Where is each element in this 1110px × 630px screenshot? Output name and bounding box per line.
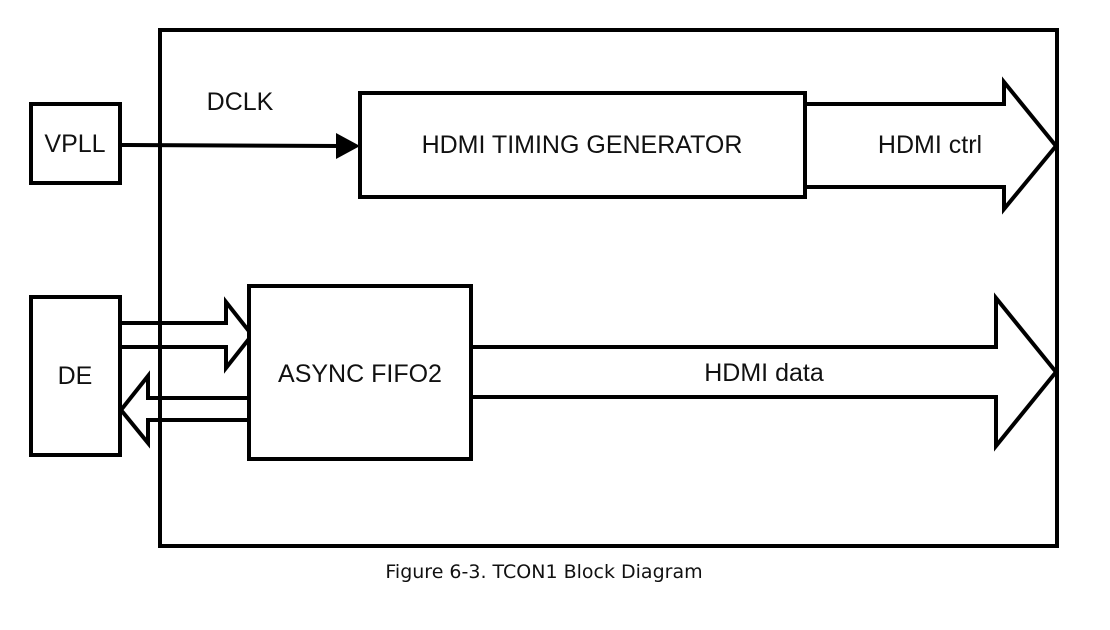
dclk-line	[119, 143, 341, 148]
de-block	[29, 295, 122, 457]
hdmi-ctrl-label: HDMI ctrl	[878, 131, 982, 159]
dclk-label: DCLK	[207, 88, 274, 116]
hdmi-data-label: HDMI data	[704, 359, 824, 387]
async-fifo2-block	[247, 284, 473, 461]
hdmi-timing-generator-block	[358, 91, 807, 199]
hdmi-timing-generator-label: HDMI TIMING GENERATOR	[422, 131, 743, 159]
figure-caption: Figure 6-3. TCON1 Block Diagram	[385, 561, 702, 583]
de-to-fifo-arrow	[120, 296, 255, 374]
vpll-block	[29, 102, 122, 185]
fifo-to-de-arrow	[118, 370, 248, 449]
de-label: DE	[58, 362, 93, 390]
vpll-label: VPLL	[44, 130, 105, 158]
async-fifo2-label: ASYNC FIFO2	[278, 360, 442, 388]
dclk-arrowhead-icon	[336, 133, 360, 159]
